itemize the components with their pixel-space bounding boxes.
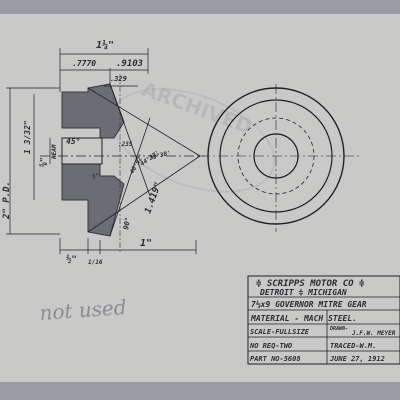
- title-scale: SCALE-FULLSIZE: [250, 328, 310, 336]
- top-dimension-lines: [59, 48, 149, 92]
- title-qty: NO REQ-TWO: [249, 342, 292, 350]
- dim-hub-dia: 1 3/32": [23, 120, 32, 154]
- dim-tooth: .235: [118, 141, 133, 148]
- dim-bottom-left: ½": [66, 254, 77, 265]
- gear-pitch-circle: [237, 117, 315, 195]
- gear-inner-circle: [219, 99, 333, 213]
- dim-bore-label: REAM: [51, 144, 58, 159]
- gear-hub-section: [61, 83, 125, 139]
- blueprint-sheet: ARCHIVED 1¼" .7770 .9103 .329: [0, 14, 400, 382]
- dim-chamfer-angle: 45°: [66, 137, 80, 146]
- section-view: 1¼" .7770 .9103 .329 2" P.D. 1 3/32" ⅝" …: [2, 39, 205, 266]
- title-drawn-by: J.F.W. MEYER: [351, 330, 396, 337]
- dim-bottom-right: 1": [140, 238, 152, 249]
- gear-outer-circle: [207, 87, 345, 225]
- bore: [61, 137, 103, 165]
- end-view: [200, 84, 360, 232]
- dim-overall-width: 1¼": [96, 39, 114, 51]
- dim-bore: ⅝": [38, 157, 48, 167]
- title-location: DETROIT ≑ MICHIGAN: [259, 288, 347, 297]
- title-traced: TRACED-W.M.: [330, 342, 376, 350]
- pencil-annotation: not used: [39, 295, 128, 325]
- hub-circle: [253, 133, 299, 179]
- title-date: JUNE 27, 1912: [329, 355, 385, 363]
- left-dimension-lines: [6, 87, 60, 235]
- title-part-name: 7⅓x9 GOVERNOR MITRE GEAR: [251, 299, 367, 309]
- dim-pitch-dia: 2" P.D.: [2, 181, 12, 220]
- title-drawn-label: DRAWN-: [329, 326, 348, 332]
- angle-c: 38°30': [148, 150, 172, 163]
- dim-face-angle: 90°: [122, 216, 132, 230]
- title-block: ≑ SCRIPPS MOTOR CO ≑ DETROIT ≑ MICHIGAN …: [247, 275, 400, 365]
- gear-drawing: ARCHIVED 1¼" .7770 .9103 .329: [2, 39, 400, 365]
- pitch-cone-lines: [40, 74, 205, 254]
- dim-tooth-2: ½": [92, 173, 99, 180]
- dim-right-width: .9103: [116, 59, 143, 69]
- dim-hub-offset: .329: [110, 75, 127, 83]
- title-company: ≑ SCRIPPS MOTOR CO ≑: [256, 279, 365, 289]
- title-material: MATERIAL - MACH STEEL.: [250, 314, 357, 323]
- dim-left-width: .7770: [72, 59, 96, 68]
- bottom-dimension-lines: [59, 238, 197, 254]
- dim-bottom-small: 1/16: [88, 259, 103, 266]
- title-part-no: PART NO-5608: [250, 355, 301, 363]
